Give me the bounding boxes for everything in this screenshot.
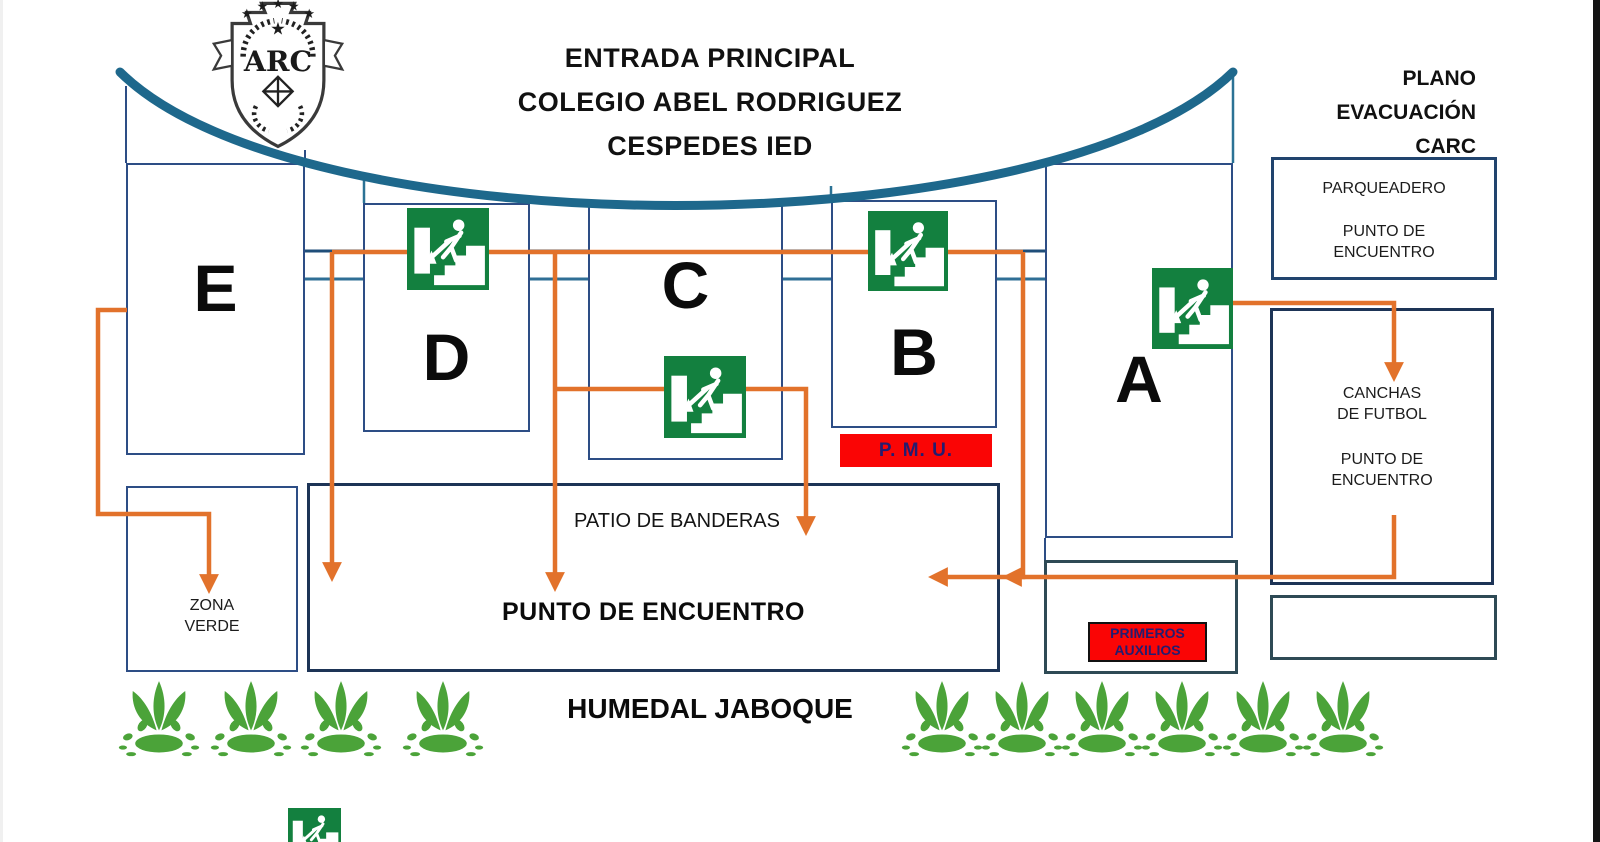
route-b-to-punto <box>1002 252 1026 587</box>
title-line-1: ENTRADA PRINCIPAL <box>564 43 856 73</box>
building-b-label: B <box>890 315 938 389</box>
wetland-plant-icon <box>981 678 1063 763</box>
wetland-plant-icon <box>300 678 382 763</box>
svg-text:★: ★ <box>303 6 315 21</box>
green-zone-area <box>126 486 298 672</box>
wetland-plant-icon <box>1302 678 1384 763</box>
school-crest-icon: ★★★ ★★ ★ ARC <box>211 0 345 149</box>
crest-monogram: ARC <box>243 44 312 78</box>
emergency-stairs-exit-icon-bottom <box>288 808 341 842</box>
canchas-line-1: CANCHAS <box>1342 385 1422 402</box>
building-c-label: C <box>661 247 710 322</box>
parqueadero-punto-de: PUNTO DE <box>1342 223 1426 240</box>
svg-text:★: ★ <box>288 0 300 14</box>
wetland-plant-icon <box>1222 678 1304 763</box>
title-line-2: COLEGIO ABEL RODRIGUEZ <box>517 87 903 117</box>
unlabeled-area <box>1270 595 1497 660</box>
emergency-stairs-exit-icon-c <box>664 356 746 438</box>
emergency-stairs-exit-icon-a <box>1152 268 1233 349</box>
crest-laurel-right <box>281 18 316 57</box>
soccer-fields-meeting-point-area: CANCHAS DE FUTBOL PUNTO DE ENCUENTRO <box>1270 308 1494 585</box>
svg-text:★: ★ <box>272 0 284 11</box>
wetland-plant-icon <box>1061 678 1143 763</box>
plan-line-2: EVACUACIÓN <box>1336 101 1476 124</box>
right-frame-edge <box>1593 0 1600 842</box>
building-a: A <box>1045 163 1233 538</box>
pmu-sign: P. M. U. <box>840 434 992 467</box>
parqueadero-encuentro: ENCUENTRO <box>1333 244 1435 261</box>
humedal-jaboque-label: HUMEDAL JABOQUE <box>567 693 853 724</box>
plan-line-3: CARC <box>1415 135 1476 158</box>
emergency-stairs-exit-icon-d <box>407 208 489 290</box>
pmu-label: P. M. U. <box>878 439 954 461</box>
svg-text:★: ★ <box>241 6 253 21</box>
first-aid-sign: PRIMEROS AUXILIOS <box>1088 622 1207 662</box>
wetland-plant-icon <box>118 678 200 763</box>
first-aid-line-2: AUXILIOS <box>1114 642 1181 658</box>
wetland-plant-icon <box>402 678 484 763</box>
canchas-line-2: DE FUTBOL <box>1337 406 1427 423</box>
parqueadero-label: PARQUEADERO <box>1322 180 1446 197</box>
plan-line-1: PLANO <box>1402 67 1477 90</box>
building-d-label: D <box>422 319 471 394</box>
building-e: E <box>126 163 305 455</box>
first-aid-line-1: PRIMEROS <box>1110 625 1185 641</box>
zona-verde-label: ZONA VERDE <box>126 595 298 637</box>
canchas-encuentro: ENCUENTRO <box>1331 472 1433 489</box>
crest-laurel-left <box>240 18 275 57</box>
zona-line-1: ZONA <box>189 597 235 614</box>
building-a-label: A <box>1115 341 1163 416</box>
svg-text:★: ★ <box>270 19 286 39</box>
parking-meeting-point-area: PARQUEADERO PUNTO DE ENCUENTRO <box>1271 157 1497 280</box>
wetland-plant-icon <box>210 678 292 763</box>
punto-de-encuentro-label: PUNTO DE ENCUENTRO <box>501 598 805 626</box>
wetland-plant-icon <box>901 678 983 763</box>
svg-text:★: ★ <box>257 0 269 14</box>
left-frame-edge <box>0 0 3 842</box>
patio-de-banderas-label: PATIO DE BANDERAS <box>574 510 780 532</box>
building-e-label: E <box>193 251 238 325</box>
plan-title: PLANO EVACUACIÓN CARC <box>1270 62 1476 164</box>
canchas-punto-de: PUNTO DE <box>1340 451 1424 468</box>
wetland-plant-icon <box>1141 678 1223 763</box>
emergency-stairs-exit-icon-b <box>868 211 948 291</box>
title-line-3: CESPEDES IED <box>607 131 813 161</box>
zona-line-2: VERDE <box>184 618 240 635</box>
main-title: ENTRADA PRINCIPAL COLEGIO ABEL RODRIGUEZ… <box>455 36 965 168</box>
